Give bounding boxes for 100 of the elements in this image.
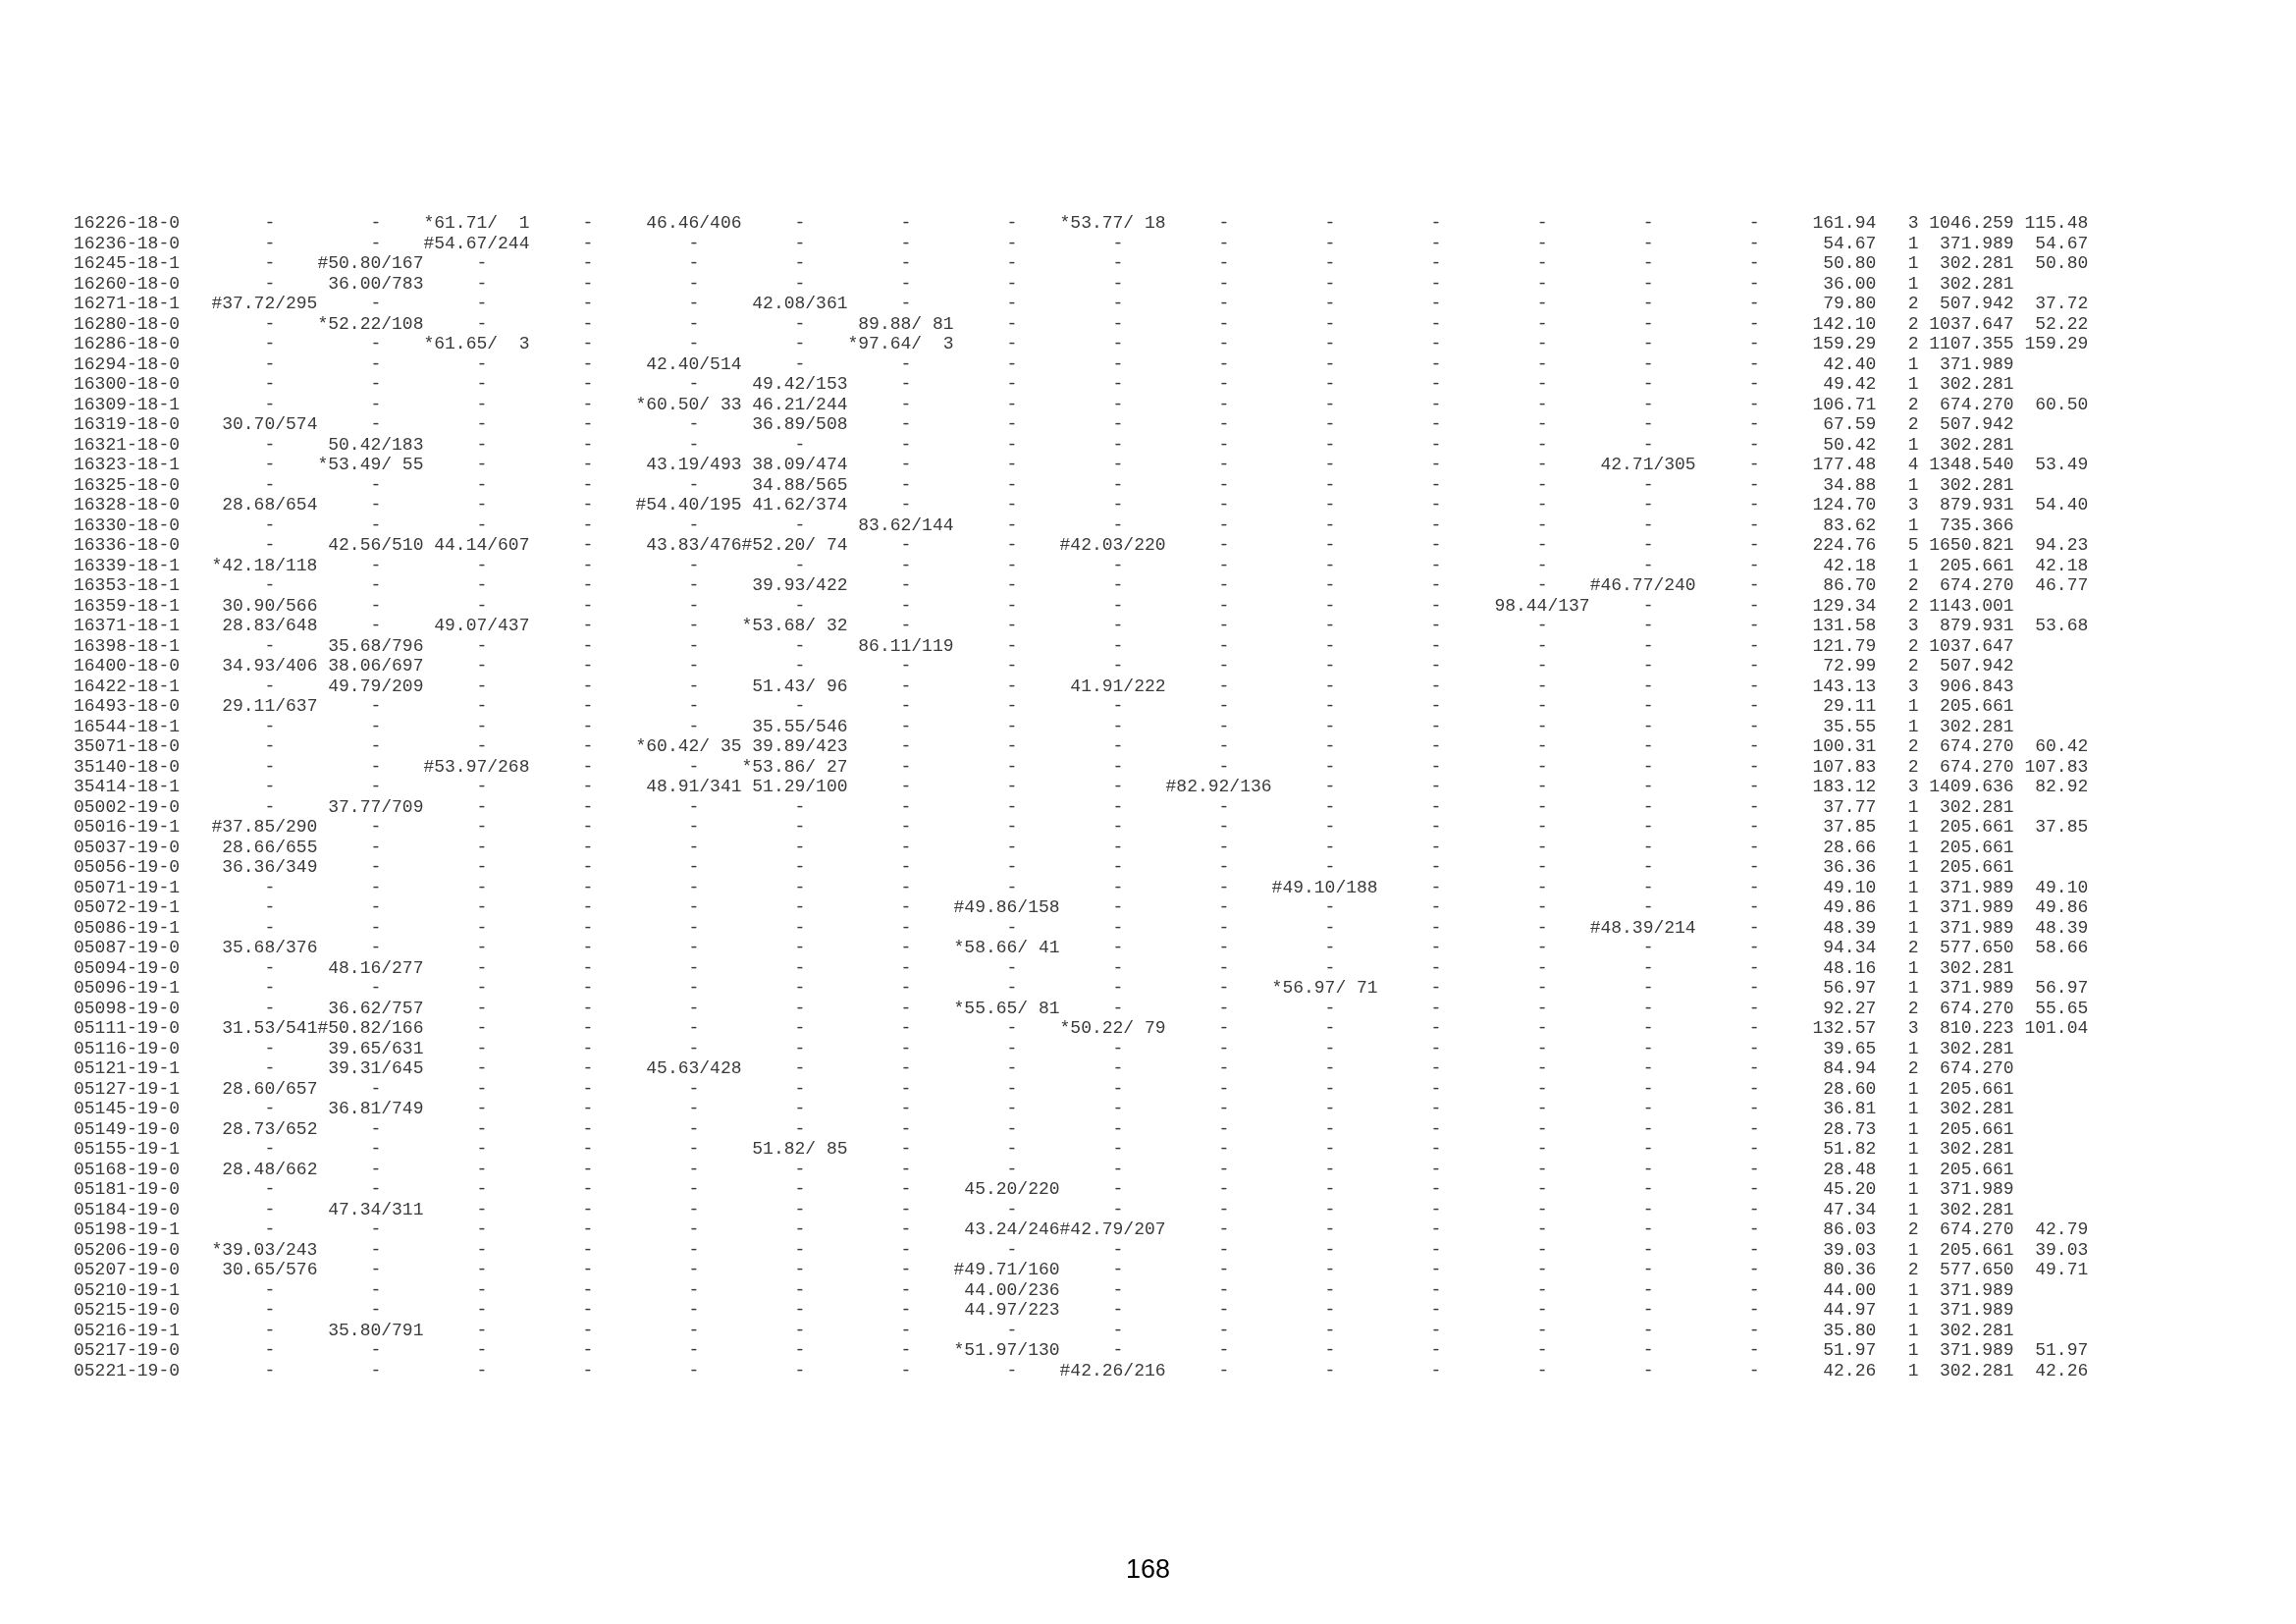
data-value: - bbox=[370, 575, 382, 595]
data-value: - bbox=[900, 1219, 912, 1239]
row-id: 05111-19-0 bbox=[74, 1018, 181, 1038]
data-value: - bbox=[1642, 998, 1654, 1018]
data-value: - bbox=[1006, 313, 1018, 334]
data-value: - bbox=[476, 817, 488, 837]
data-value: - bbox=[1324, 1078, 1336, 1099]
count-value: 1 bbox=[1907, 1360, 1919, 1380]
data-value: - bbox=[370, 233, 382, 253]
data-value: - bbox=[794, 635, 806, 656]
data-value: - bbox=[1536, 616, 1548, 635]
data-value: - bbox=[1218, 1199, 1230, 1219]
data-value: 43.83/476 bbox=[646, 535, 742, 555]
data-value: - bbox=[1324, 1179, 1336, 1199]
data-value: - bbox=[582, 756, 594, 777]
data-value: - bbox=[1006, 474, 1018, 495]
data-value: - bbox=[370, 736, 382, 756]
extra-value: 53.68 bbox=[2035, 616, 2089, 635]
row-id: 05198-19-1 bbox=[74, 1219, 181, 1239]
data-value: - bbox=[1112, 656, 1124, 676]
data-value: - bbox=[582, 696, 594, 716]
data-value: - bbox=[688, 1139, 700, 1159]
data-value: - bbox=[582, 1239, 594, 1260]
data-value: - bbox=[476, 414, 488, 434]
total-value: 94.34 bbox=[1823, 938, 1877, 957]
data-value: - bbox=[794, 253, 806, 273]
row-id: 16544-18-1 bbox=[74, 716, 181, 736]
sum-value: 1650.821 bbox=[1929, 535, 2014, 555]
sum-value: 205.661 bbox=[1940, 857, 2014, 877]
sum-value: 1046.259 bbox=[1929, 213, 2014, 233]
data-value: - bbox=[794, 1018, 806, 1038]
data-value: - bbox=[1112, 796, 1124, 817]
data-value: - bbox=[794, 857, 806, 877]
data-value: 51.29/100 bbox=[752, 777, 848, 796]
sum-value: 302.281 bbox=[1940, 957, 2014, 978]
data-value: 31.53/541 bbox=[222, 1018, 318, 1038]
data-value: - bbox=[1218, 1360, 1230, 1380]
data-value: - bbox=[688, 374, 700, 394]
data-value: - bbox=[794, 353, 806, 374]
data-value: - bbox=[582, 213, 594, 233]
data-value: - bbox=[688, 696, 700, 716]
data-value: - bbox=[1748, 1058, 1760, 1078]
data-value: - bbox=[1642, 616, 1654, 635]
data-value: - bbox=[1006, 917, 1018, 938]
row-id: 05215-19-0 bbox=[74, 1300, 181, 1320]
sum-value: 879.931 bbox=[1940, 616, 2014, 635]
data-value: 45.20/220 bbox=[964, 1179, 1060, 1199]
count-value: 2 bbox=[1907, 334, 1919, 353]
total-value: 49.10 bbox=[1823, 877, 1877, 897]
data-value: 46.21/244 bbox=[752, 394, 848, 414]
extra-value: 54.67 bbox=[2035, 233, 2089, 253]
data-value: - bbox=[476, 455, 488, 474]
data-value: - bbox=[1218, 1018, 1230, 1038]
data-value: - bbox=[370, 1239, 382, 1260]
data-value: - bbox=[1006, 676, 1018, 696]
data-value: - bbox=[794, 817, 806, 837]
data-value: - bbox=[900, 1159, 912, 1179]
row-id: 16400-18-0 bbox=[74, 656, 181, 676]
total-value: 44.97 bbox=[1823, 1300, 1877, 1320]
data-value: - bbox=[1324, 253, 1336, 273]
data-value: - bbox=[1642, 1320, 1654, 1340]
count-value: 1 bbox=[1907, 1159, 1919, 1179]
data-value: - bbox=[1324, 455, 1336, 474]
data-value: - bbox=[1642, 1239, 1654, 1260]
data-value: - bbox=[370, 1219, 382, 1239]
sum-value: 674.270 bbox=[1940, 394, 2014, 414]
data-value: - bbox=[582, 334, 594, 353]
data-value: - bbox=[1430, 837, 1442, 857]
sum-value: 371.989 bbox=[1940, 897, 2014, 917]
data-value: - bbox=[1430, 656, 1442, 676]
row-id: 05206-19-0 bbox=[74, 1239, 181, 1260]
data-value: - bbox=[1642, 756, 1654, 777]
data-value: - bbox=[476, 857, 488, 877]
data-value: - bbox=[900, 1078, 912, 1099]
data-value: - bbox=[1748, 696, 1760, 716]
data-value: #42.26/216 bbox=[1059, 1360, 1166, 1380]
data-value: - bbox=[476, 555, 488, 575]
sum-value: 371.989 bbox=[1940, 1340, 2014, 1360]
data-value: 28.66/655 bbox=[222, 837, 318, 857]
data-value: - bbox=[900, 1239, 912, 1260]
data-value: - bbox=[1748, 575, 1760, 595]
data-value: - bbox=[1218, 1078, 1230, 1099]
sum-value: 302.281 bbox=[1940, 1360, 2014, 1380]
data-value: - bbox=[264, 1179, 276, 1199]
count-value: 2 bbox=[1907, 294, 1919, 313]
data-value: - bbox=[476, 1360, 488, 1380]
data-value: - bbox=[582, 917, 594, 938]
count-value: 1 bbox=[1907, 1199, 1919, 1219]
data-value: - bbox=[688, 796, 700, 817]
data-value: - bbox=[1536, 716, 1548, 736]
data-value: - bbox=[1006, 1139, 1018, 1159]
data-value: - bbox=[1748, 273, 1760, 294]
sum-value: 371.989 bbox=[1940, 1279, 2014, 1300]
data-value: - bbox=[1748, 938, 1760, 957]
data-value: - bbox=[264, 1139, 276, 1159]
data-value: - bbox=[1748, 374, 1760, 394]
data-value: - bbox=[1006, 1159, 1018, 1179]
row-id: 16226-18-0 bbox=[74, 213, 181, 233]
total-value: 132.57 bbox=[1812, 1018, 1877, 1038]
data-value: - bbox=[370, 978, 382, 998]
